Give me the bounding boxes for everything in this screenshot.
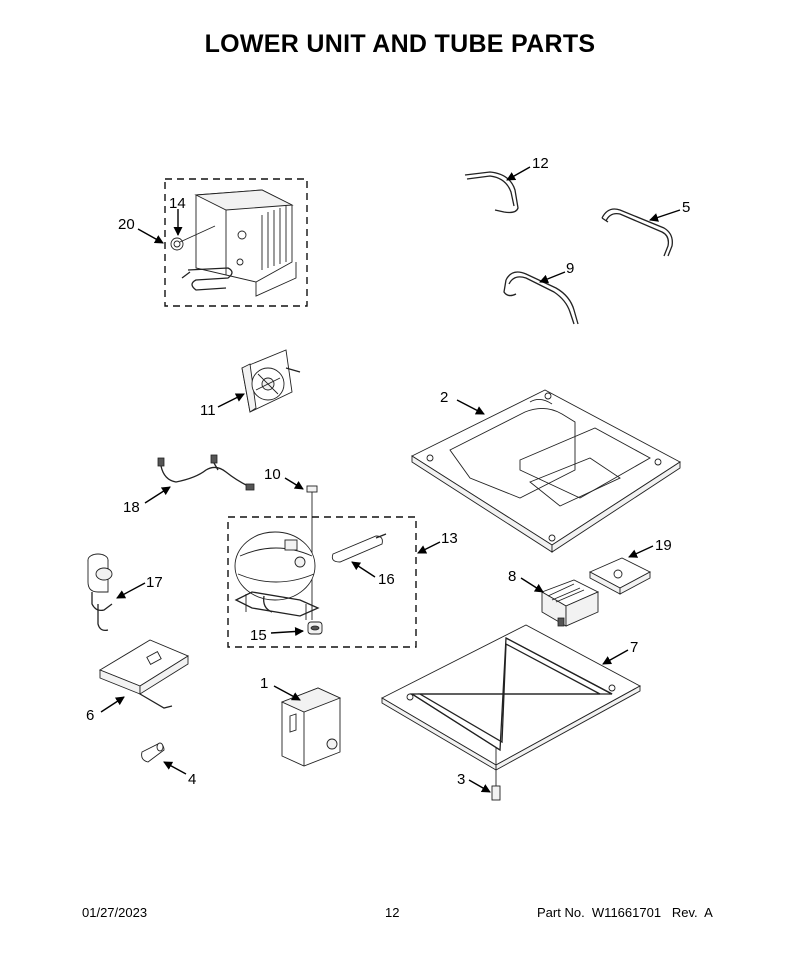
compressor-drawing [234, 531, 320, 620]
filter-drier-part-16 [331, 533, 387, 563]
callout-5: 5 [682, 199, 690, 216]
callout-12: 12 [532, 155, 549, 172]
screw-part-3 [491, 748, 501, 801]
callout-17: 17 [146, 574, 163, 591]
footer-page-number: 12 [385, 905, 400, 920]
callout-2: 2 [440, 389, 448, 406]
callout-13: 13 [441, 530, 458, 547]
callout-3: 3 [457, 771, 465, 788]
valve-part-17 [87, 553, 113, 632]
bracket-part-19 [588, 557, 651, 595]
base-pan-part-2 [411, 389, 681, 553]
tube-part-12 [464, 171, 519, 214]
callout-15: 15 [250, 627, 267, 644]
screw-part-10 [306, 485, 318, 504]
callout-7: 7 [630, 639, 638, 656]
control-module-part-8 [540, 579, 600, 627]
drain-heater-plate-part-7 [381, 624, 641, 771]
callout-9: 9 [566, 260, 574, 277]
page-title: LOWER UNIT AND TUBE PARTS [204, 30, 596, 58]
assembly-group-box-compressor [227, 516, 417, 648]
bracket-part-6 [98, 639, 189, 709]
tube-piece-part-4 [141, 742, 165, 763]
cover-part-1 [280, 687, 342, 767]
callout-18: 18 [123, 499, 140, 516]
tube-part-9 [503, 271, 579, 325]
callout-14: 14 [169, 195, 186, 212]
callout-16: 16 [378, 571, 395, 588]
callout-11: 11 [200, 402, 216, 419]
callout-10: 10 [264, 466, 281, 483]
callout-1: 1 [260, 675, 268, 692]
wire-harness-part-18 [157, 454, 255, 491]
callout-4: 4 [188, 771, 196, 788]
condenser-fan-assembly-drawing [181, 189, 297, 297]
callout-8: 8 [508, 568, 516, 585]
grommet-part-15 [307, 621, 323, 635]
grommet-part-14 [170, 237, 184, 251]
footer-date: 01/27/2023 [82, 905, 148, 920]
callout-19: 19 [655, 537, 672, 554]
callout-6: 6 [86, 707, 94, 724]
assembly-group-box-condenser [164, 178, 308, 307]
footer-part-number: Part No. W11661701 Rev. A [537, 905, 713, 920]
callout-20: 20 [118, 216, 135, 233]
tube-part-5 [601, 208, 673, 257]
evaporator-fan-part-11 [241, 349, 301, 413]
